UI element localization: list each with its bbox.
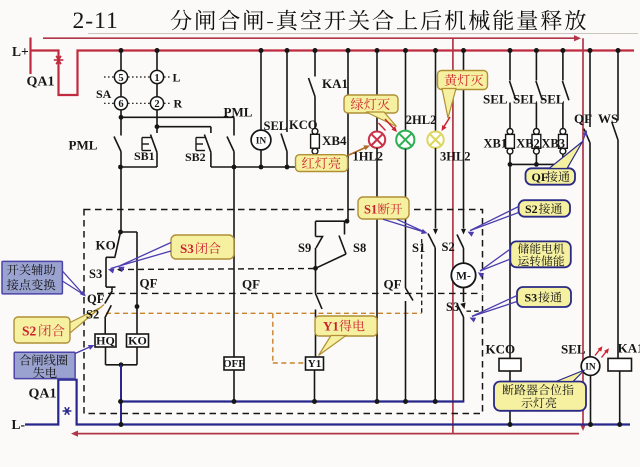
svg-text:3HL2: 3HL2 [440, 150, 471, 164]
svg-text:OFF: OFF [223, 358, 245, 370]
svg-text:S3: S3 [89, 267, 102, 281]
svg-text:QF: QF [574, 111, 592, 126]
svg-text:QF: QF [384, 277, 402, 292]
svg-text:M-: M- [456, 271, 471, 283]
svg-text:SEL: SEL [483, 92, 508, 107]
svg-text:QF: QF [532, 170, 549, 184]
svg-text:S2: S2 [22, 324, 37, 339]
svg-text:KCO: KCO [486, 342, 516, 357]
svg-text:QF: QF [140, 276, 158, 291]
svg-text:S1: S1 [364, 203, 377, 217]
svg-text:IN: IN [256, 137, 267, 147]
svg-text:S3: S3 [446, 300, 459, 314]
svg-text:S9: S9 [298, 241, 311, 255]
svg-text:1: 1 [154, 73, 159, 84]
svg-text:XB2: XB2 [516, 136, 540, 150]
svg-text:QA1: QA1 [29, 387, 57, 402]
svg-text:KO: KO [96, 238, 116, 253]
svg-text:L+: L+ [12, 44, 29, 59]
svg-text:KO: KO [128, 334, 147, 348]
svg-text:KA1: KA1 [618, 341, 640, 356]
svg-text:PML: PML [69, 138, 98, 153]
svg-text:S3: S3 [525, 291, 538, 305]
svg-text:QF: QF [242, 277, 260, 292]
svg-text:5: 5 [118, 73, 123, 84]
svg-text:SA: SA [96, 87, 112, 101]
svg-text:XB1: XB1 [484, 136, 508, 150]
svg-text:S3: S3 [180, 241, 194, 256]
svg-text:IN: IN [585, 363, 596, 373]
svg-text:6: 6 [118, 99, 123, 110]
svg-text:Y1: Y1 [323, 319, 339, 334]
svg-text:SB2: SB2 [185, 150, 206, 164]
svg-text:HQ: HQ [96, 334, 115, 348]
svg-text:2: 2 [154, 99, 159, 110]
svg-text:1HL2: 1HL2 [353, 150, 384, 164]
svg-text:Y1: Y1 [308, 358, 321, 370]
svg-text:S2: S2 [86, 308, 99, 322]
svg-text:XB3: XB3 [541, 136, 565, 150]
svg-text:QF: QF [87, 292, 105, 306]
svg-text:SEL: SEL [540, 92, 565, 107]
svg-text:S8: S8 [353, 241, 366, 255]
svg-text:L-: L- [12, 417, 26, 432]
svg-text:KCO: KCO [289, 118, 318, 132]
svg-text:2-11: 2-11 [73, 8, 119, 34]
svg-text:SEL: SEL [264, 119, 288, 133]
svg-text:L: L [173, 71, 181, 85]
svg-text:XB4: XB4 [322, 133, 347, 148]
svg-text:QA1: QA1 [27, 75, 55, 90]
svg-text:SEL: SEL [513, 92, 538, 107]
svg-text:R: R [174, 97, 183, 111]
svg-text:SEL: SEL [561, 342, 586, 357]
svg-text:S2: S2 [525, 202, 538, 216]
svg-text:PML: PML [224, 105, 253, 120]
svg-text:S1: S1 [412, 241, 425, 255]
svg-text:S2: S2 [442, 240, 455, 254]
svg-text:SB1: SB1 [134, 149, 155, 163]
svg-text:KA1: KA1 [322, 76, 348, 91]
svg-text:WS: WS [598, 111, 618, 126]
svg-text:2HL2: 2HL2 [406, 113, 437, 127]
